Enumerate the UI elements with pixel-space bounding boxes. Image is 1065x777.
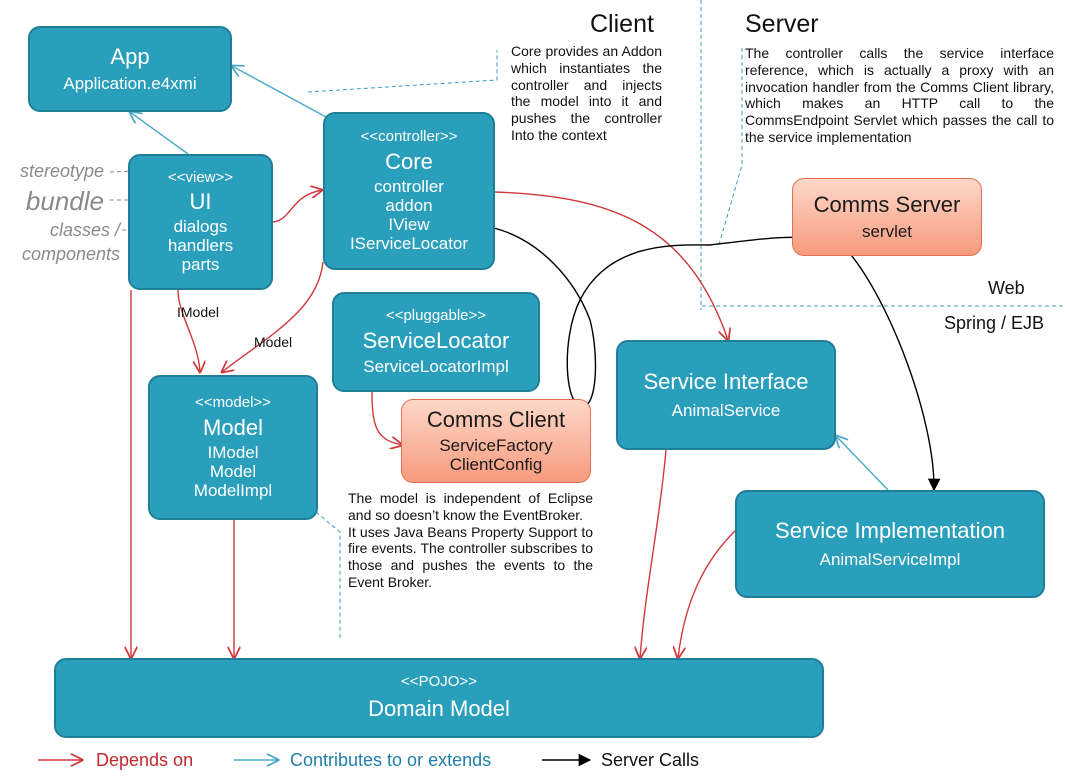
comms-client-item: ClientConfig — [449, 454, 543, 474]
service-interface-item: AnimalService — [671, 400, 781, 420]
core-item: IServiceLocator — [349, 234, 469, 254]
model-note: The model is independent of Eclipse and … — [348, 490, 593, 591]
core-item: addon — [385, 196, 433, 216]
model-item: IModel — [207, 443, 259, 463]
ui-item: parts — [181, 254, 220, 274]
service-impl-title: Service Implementation — [775, 518, 1005, 544]
impl-to-domain-edge — [678, 529, 737, 658]
ui-title: UI — [189, 189, 212, 215]
ui-node[interactable]: <<view>> UI dialogs handlers parts — [128, 154, 273, 290]
imodel-edge-label: IModel — [177, 304, 220, 320]
client-header: Client — [590, 10, 654, 38]
key-classes: classes / — [49, 220, 120, 240]
key-components: components — [21, 244, 120, 264]
ui-item: dialogs — [173, 216, 228, 236]
ui-to-model-edge — [177, 289, 200, 372]
comms-client-node[interactable]: Comms Client ServiceFactory ClientConfig — [401, 399, 591, 483]
impl-to-interface-edge — [836, 436, 889, 491]
legend-contributes-label: Contributes to or extends — [290, 750, 492, 770]
model-edge-label: Model — [254, 334, 293, 350]
core-to-interface-edge — [493, 191, 728, 340]
core-note: Core provides an Addon which instantiate… — [511, 43, 662, 143]
domain-model-stereotype: <<POJO>> — [401, 673, 477, 691]
key-stereotype-connector — [109, 169, 161, 173]
key-stereotype: stereotype — [19, 161, 104, 181]
model-note-line: The model is independent of Eclipse and … — [348, 490, 593, 523]
core-item: controller — [374, 177, 444, 197]
service-interface-node[interactable]: Service Interface AnimalService — [616, 340, 836, 450]
server-note-connector — [717, 48, 743, 249]
domain-model-title: Domain Model — [368, 696, 510, 722]
core-to-model-edge — [222, 261, 324, 372]
app-item: Application.e4xmi — [63, 73, 197, 93]
service-impl-node[interactable]: Service Implementation AnimalServiceImpl — [735, 490, 1045, 598]
core-stereotype: <<controller>> — [360, 127, 458, 145]
comms-server-title: Comms Server — [813, 192, 961, 218]
service-locator-node[interactable]: <<pluggable>> ServiceLocator ServiceLoca… — [332, 292, 540, 392]
ui-to-core-edge — [272, 190, 322, 223]
model-item: Model — [209, 462, 257, 482]
service-locator-title: ServiceLocator — [362, 328, 510, 354]
model-stereotype: <<model>> — [195, 393, 271, 411]
model-item: ModelImpl — [193, 481, 273, 501]
locator-to-commsclient-edge — [371, 391, 402, 445]
model-note-line: It uses Java Beans Property Support to f… — [348, 523, 593, 590]
app-title: App — [110, 44, 150, 70]
comms-client-title: Comms Client — [426, 407, 566, 433]
legend-depends-label: Depends on — [96, 750, 194, 770]
interface-to-domain-edge — [640, 449, 667, 658]
comms-server-node[interactable]: Comms Server servlet — [792, 178, 982, 256]
service-interface-title: Service Interface — [643, 369, 809, 395]
ui-to-app-edge — [130, 112, 189, 155]
server-note: The controller calls the service interfa… — [745, 45, 1054, 145]
domain-model-node[interactable]: <<POJO>> Domain Model — [54, 658, 824, 738]
app-node[interactable]: App Application.e4xmi — [28, 26, 232, 112]
ui-item: handlers — [167, 235, 234, 255]
service-locator-stereotype: <<pluggable>> — [385, 307, 487, 325]
web-label: Web — [988, 278, 1025, 298]
legend-server-calls-label: Server Calls — [601, 750, 700, 770]
spring-ejb-label: Spring / EJB — [944, 313, 1045, 333]
comms-client-item: ServiceFactory — [439, 435, 553, 455]
model-note-connector — [315, 511, 341, 640]
comms-server-item: servlet — [861, 221, 913, 241]
core-note-connector — [307, 50, 498, 93]
key-bundle: bundle — [25, 186, 104, 216]
model-node[interactable]: <<model>> Model IModel Model ModelImpl — [148, 375, 318, 520]
core-node[interactable]: <<controller>> Core controller addon IVi… — [323, 112, 495, 270]
service-impl-item: AnimalServiceImpl — [819, 549, 961, 569]
model-title: Model — [203, 414, 263, 440]
server-header: Server — [745, 10, 819, 38]
core-title: Core — [385, 148, 433, 174]
core-item: IView — [388, 215, 430, 235]
server-call-edge — [493, 227, 941, 492]
ui-stereotype: <<view>> — [167, 169, 234, 187]
service-locator-item: ServiceLocatorImpl — [363, 356, 509, 376]
